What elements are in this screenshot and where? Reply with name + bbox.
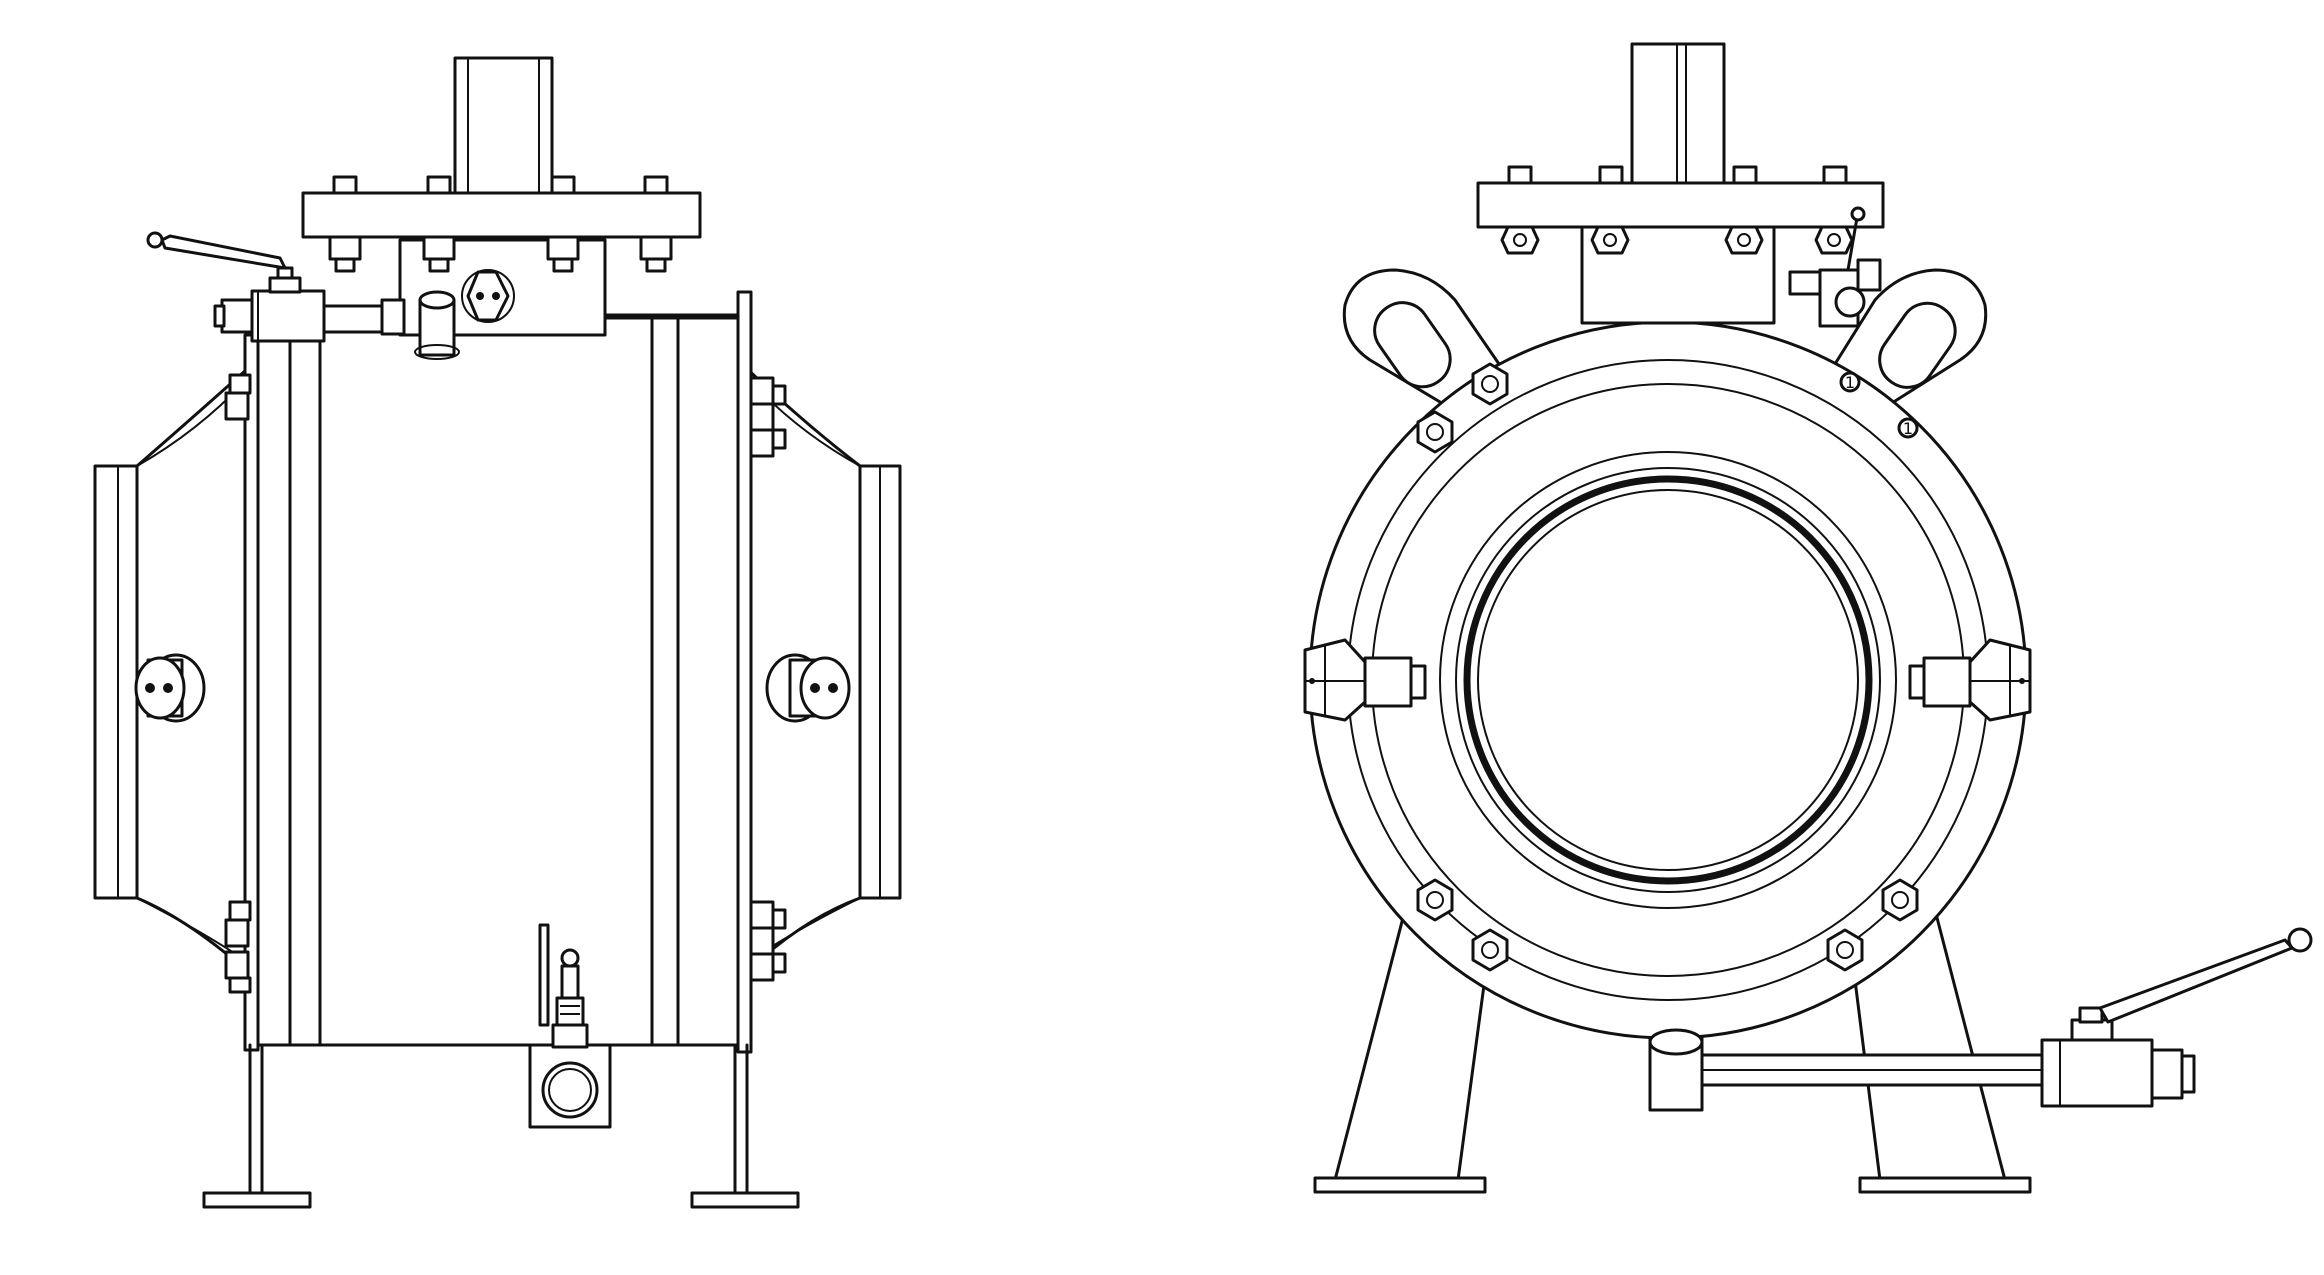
- marker-b-text: 1: [1903, 419, 1913, 438]
- side-view: [93, 56, 902, 1209]
- front-markers: 1 1: [1839, 371, 1919, 439]
- front-disc-bolts: [1416, 362, 1919, 972]
- side-ball-valve-top: [146, 231, 406, 343]
- right-foot: [690, 1191, 800, 1209]
- front-view: 1 1: [1303, 42, 2313, 1194]
- left-injection-fitting: [134, 653, 206, 723]
- marker-a-text: 1: [1845, 373, 1855, 392]
- side-legs: [202, 1043, 800, 1209]
- front-right-fitting: [1908, 638, 2032, 722]
- front-drain-line: [1648, 1028, 2044, 1112]
- front-foot-left: [1313, 1176, 1487, 1194]
- right-flange-bolts: [749, 376, 787, 982]
- top-hex-plug: [461, 269, 515, 323]
- right-flange-plate: [736, 290, 753, 1054]
- valve-bore: [1463, 475, 1873, 885]
- front-top-housing: [1476, 42, 1885, 325]
- right-injection-fitting: [765, 653, 851, 723]
- valve-body: [256, 313, 740, 1047]
- top-fitting: [414, 290, 460, 360]
- side-drain-valve: [528, 923, 612, 1129]
- front-left-fitting: [1303, 638, 1427, 722]
- front-foot-right: [1858, 1176, 2032, 1194]
- left-flange-bolts: [224, 373, 252, 994]
- front-vent-valve: [1788, 206, 1882, 328]
- front-ball-valve: [2040, 927, 2313, 1108]
- left-foot: [202, 1191, 312, 1209]
- front-body-disc: [1308, 320, 2028, 1040]
